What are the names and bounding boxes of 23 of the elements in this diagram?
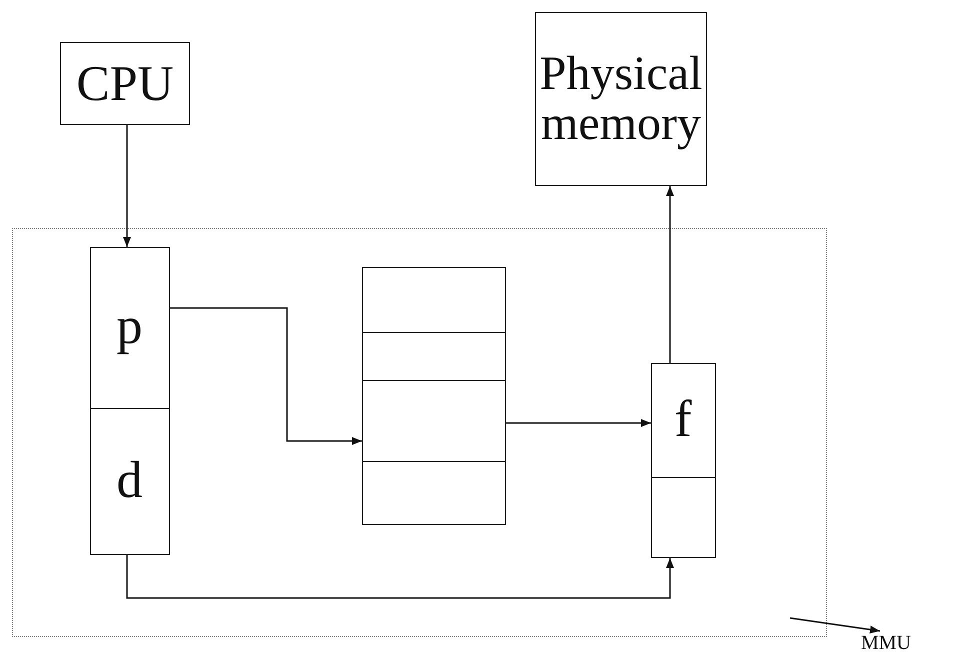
frame-number-cell	[650, 362, 716, 478]
page-table-row	[362, 380, 506, 462]
box-label: CPU	[76, 57, 174, 110]
arrow	[666, 186, 674, 363]
page-table-row	[362, 460, 506, 524]
memory-box	[535, 12, 707, 186]
page-table-row	[362, 332, 506, 380]
box-label: f	[674, 392, 692, 448]
box-label: Physical memory	[538, 48, 704, 150]
page-number-cell	[90, 246, 170, 408]
arrow	[506, 419, 651, 427]
page-table-row	[362, 266, 506, 332]
region-label: MMU	[860, 632, 911, 654]
arrow	[790, 617, 880, 634]
box-label: d	[116, 454, 142, 508]
arrow	[170, 307, 362, 445]
mmu-region	[12, 228, 827, 637]
arrow	[126, 555, 674, 599]
offset-cell	[650, 476, 716, 558]
cpu-box	[60, 42, 190, 125]
offset-cell	[90, 408, 170, 554]
arrow	[123, 125, 131, 247]
box-label: p	[116, 300, 142, 355]
